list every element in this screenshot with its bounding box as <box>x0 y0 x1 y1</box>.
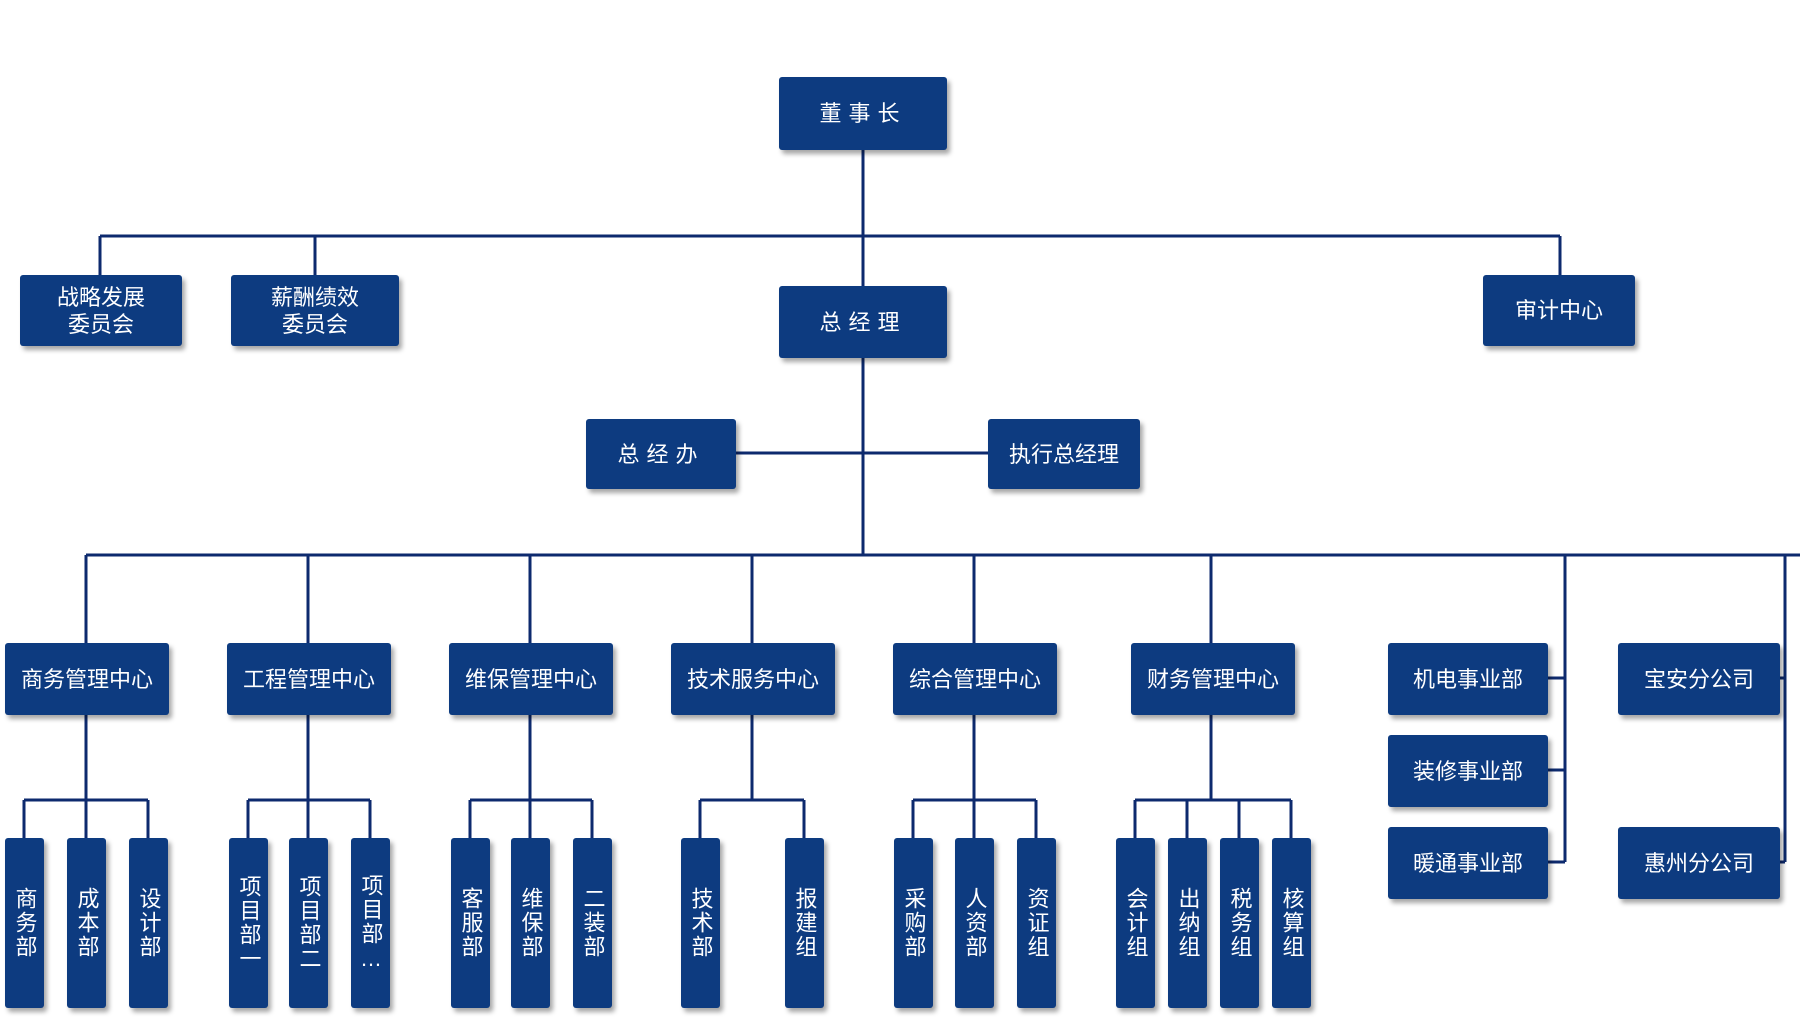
audit-center-box: 审计中心 <box>1483 275 1635 346</box>
dept-commerce: 商务部 <box>5 838 44 1008</box>
dept-purchasing: 采购部 <box>894 838 933 1008</box>
dept-project-1: 项目部一 <box>229 838 268 1008</box>
center-engineering-box: 工程管理中心 <box>227 643 391 715</box>
center-general-admin-box: 综合管理中心 <box>893 643 1057 715</box>
dept-secondary-fitout: 二装部 <box>573 838 612 1008</box>
dept-hr: 人资部 <box>955 838 994 1008</box>
dept-design: 设计部 <box>129 838 168 1008</box>
branch-huizhou-box: 惠州分公司 <box>1618 827 1780 899</box>
division-electromechanical-box: 机电事业部 <box>1388 643 1548 715</box>
dept-project-2: 项目部二 <box>289 838 328 1008</box>
chairman-box: 董事长 <box>779 77 947 150</box>
division-decoration-box: 装修事业部 <box>1388 735 1548 807</box>
dept-maintenance: 维保部 <box>511 838 550 1008</box>
committee-strategy-box: 战略发展 委员会 <box>20 275 182 346</box>
dept-cashier-group: 出纳组 <box>1168 838 1207 1008</box>
dept-permit-group: 报建组 <box>785 838 824 1008</box>
dept-cost: 成本部 <box>67 838 106 1008</box>
general-manager-box: 总经理 <box>779 286 947 358</box>
dept-technical: 技术部 <box>681 838 720 1008</box>
division-hvac-box: 暖通事业部 <box>1388 827 1548 899</box>
dept-audit-check-group: 核算组 <box>1272 838 1311 1008</box>
branch-baoan-box: 宝安分公司 <box>1618 643 1780 715</box>
center-technical-box: 技术服务中心 <box>671 643 835 715</box>
dept-tax-group: 税务组 <box>1220 838 1259 1008</box>
dept-project-more: 项目部… <box>351 838 390 1008</box>
dept-certificate-group: 资证组 <box>1017 838 1056 1008</box>
executive-gm-box: 执行总经理 <box>988 419 1140 489</box>
center-maintenance-box: 维保管理中心 <box>449 643 613 715</box>
dept-accounting-group: 会计组 <box>1116 838 1155 1008</box>
center-finance-box: 财务管理中心 <box>1131 643 1295 715</box>
dept-customer-service: 客服部 <box>451 838 490 1008</box>
gm-office-box: 总经办 <box>586 419 736 489</box>
committee-compensation-box: 薪酬绩效 委员会 <box>231 275 399 346</box>
center-commerce-box: 商务管理中心 <box>5 643 169 715</box>
